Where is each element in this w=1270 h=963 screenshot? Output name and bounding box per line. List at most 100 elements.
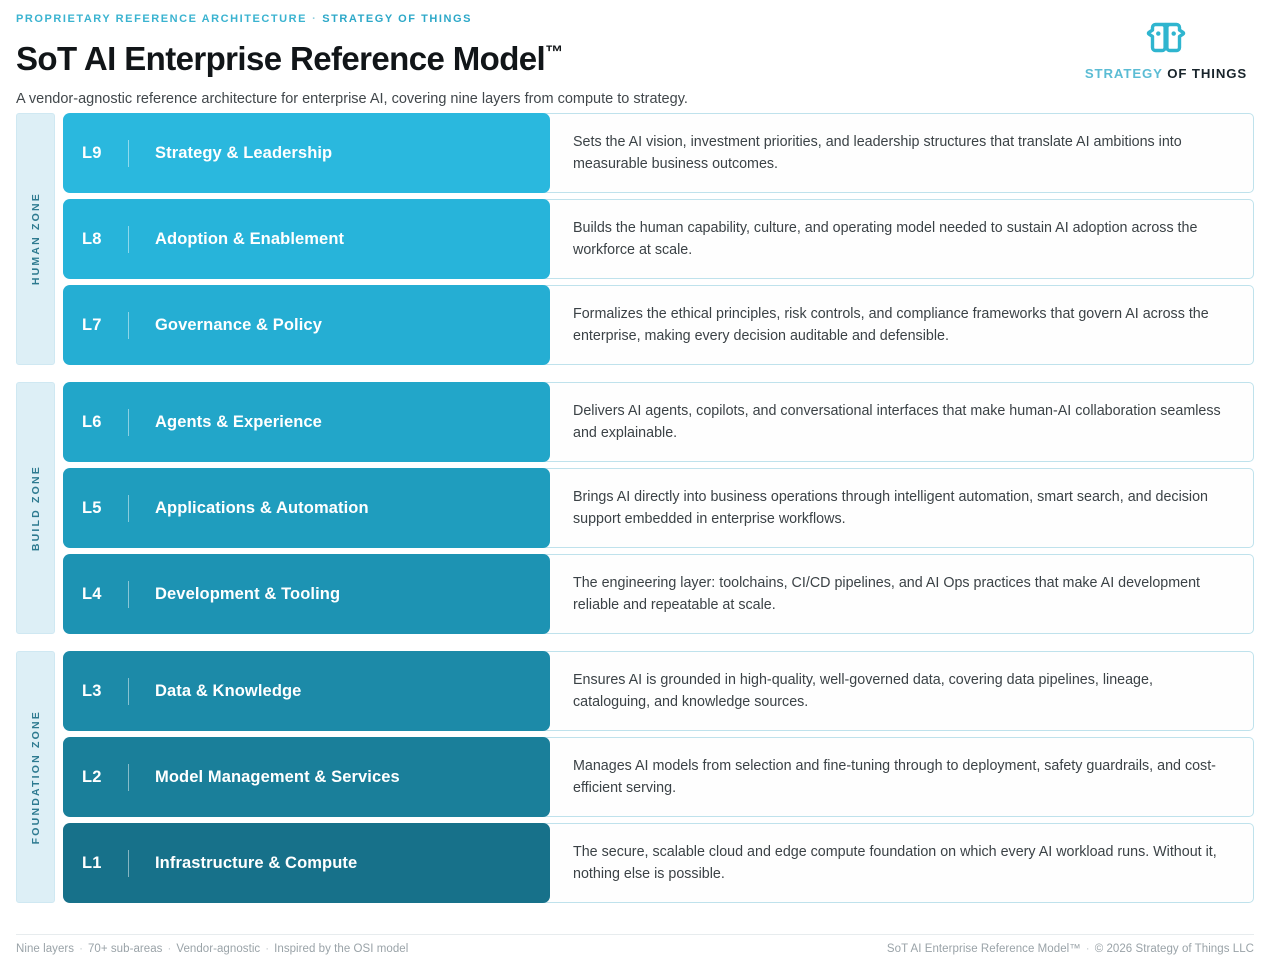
layer-bar-l2[interactable]: L2 Model Management & Services [63, 737, 550, 817]
zone-rail-build-zone: Build Zone [16, 382, 55, 634]
footer-item: SoT AI Enterprise Reference Model™ [886, 943, 1081, 955]
layer-code: L9 [82, 143, 102, 162]
layer-description-card: Sets the AI vision, investment prioritie… [544, 113, 1254, 193]
footer-left: Nine layers·70+ sub-areas·Vendor-agnosti… [16, 943, 408, 955]
layer-description-card: Delivers AI agents, copilots, and conver… [544, 382, 1254, 462]
footer-item: 70+ sub-areas [87, 943, 163, 955]
brand-wordmark: STRATEGY OF THINGS [1078, 66, 1254, 81]
wordmark-of-things: OF THINGS [1162, 66, 1248, 81]
brand-logo: STRATEGY OF THINGS [1078, 16, 1254, 81]
page-footer: Nine layers·70+ sub-areas·Vendor-agnosti… [16, 934, 1254, 955]
layer-divider [128, 677, 129, 705]
layer-description-card: Manages AI models from selection and fin… [544, 737, 1254, 817]
layer-divider [128, 849, 129, 877]
layer-divider [128, 408, 129, 436]
layer-code: L1 [82, 853, 102, 872]
layer-description-card: Builds the human capability, culture, an… [544, 199, 1254, 279]
layer-divider [128, 580, 129, 608]
layer-row-l2[interactable]: L2 Model Management & Services Manages AI … [63, 737, 1254, 817]
layer-name: Adoption & Enablement [155, 229, 345, 248]
layer-bar-l4[interactable]: L4 Development & Tooling [63, 554, 550, 634]
page-title: SoT AI Enterprise Reference Model™ [16, 31, 1254, 80]
zone-rail-human-zone: Human Zone [16, 113, 55, 365]
footer-separator: · [167, 943, 172, 955]
layer-name: Infrastructure & Compute [155, 853, 358, 872]
layer-row-l4[interactable]: L4 Development & Tooling The engineering l… [63, 554, 1254, 634]
kicker-brand-text: Strategy of Things [322, 13, 473, 25]
layer-description-text: Formalizes the ethical principles, risk … [573, 306, 1209, 344]
layer-description-card: The secure, scalable cloud and edge comp… [544, 823, 1254, 903]
footer-separator: · [1085, 943, 1090, 955]
layer-name: Strategy & Leadership [155, 143, 333, 162]
layer-code: L3 [82, 681, 102, 700]
layer-bar-l6[interactable]: L6 Agents & Experience [63, 382, 550, 462]
layer-description-card: Brings AI directly into business operati… [544, 468, 1254, 548]
layer-name: Development & Tooling [155, 584, 341, 603]
layer-description-card: The engineering layer: toolchains, CI/CD… [544, 554, 1254, 634]
page-header: Proprietary Reference Architecture · Strat… [16, 0, 1254, 112]
layer-row-l5[interactable]: L5 Applications & Automation Brings AI dir… [63, 468, 1254, 548]
layer-bar-l3[interactable]: L3 Data & Knowledge [63, 651, 550, 731]
layer-divider [128, 225, 129, 253]
layer-description-card: Ensures AI is grounded in high-quality, … [544, 651, 1254, 731]
footer-separator: · [79, 943, 83, 955]
layer-description-text: The secure, scalable cloud and edge comp… [573, 844, 1217, 882]
layer-bar-l5[interactable]: L5 Applications & Automation [63, 468, 550, 548]
layer-row-l6[interactable]: L6 Agents & Experience Delivers AI agents,… [63, 382, 1254, 462]
layer-row-l1[interactable]: L1 Infrastructure & Compute The secure, sc… [63, 823, 1254, 903]
zone-human-zone: Human Zone L9 Strategy & Leadership Sets th… [16, 113, 1254, 365]
layer-code: L6 [82, 412, 102, 431]
page-title-text: SoT AI Enterprise Reference Model [16, 40, 546, 77]
strategy-of-things-infinity-icon [1146, 22, 1186, 53]
layer-description-text: The engineering layer: toolchains, CI/CD… [573, 575, 1201, 613]
zone-rows-build-zone: L6 Agents & Experience Delivers AI agents,… [63, 382, 1254, 634]
layer-name: Agents & Experience [155, 412, 322, 431]
layer-code: L7 [82, 315, 102, 334]
zone-rows-foundation-zone: L3 Data & Knowledge Ensures AI is grounded… [63, 651, 1254, 903]
layer-description-text: Manages AI models from selection and fin… [573, 758, 1216, 796]
kicker-separator: · [312, 13, 318, 25]
layer-bar-l9[interactable]: L9 Strategy & Leadership [63, 113, 550, 193]
layer-divider [128, 311, 129, 339]
layer-description-text: Delivers AI agents, copilots, and conver… [573, 403, 1221, 441]
layer-divider [128, 494, 129, 522]
layer-divider [128, 763, 129, 791]
footer-item: Nine layers [16, 943, 75, 955]
zones-container: Human Zone L9 Strategy & Leadership Sets th… [16, 113, 1254, 903]
layer-code: L5 [82, 498, 102, 517]
zone-label: Foundation Zone [29, 709, 42, 845]
zone-build-zone: Build Zone L6 Agents & Experience Delivers … [16, 382, 1254, 634]
layer-code: L2 [82, 767, 102, 786]
page-subtitle: A vendor-agnostic reference architecture… [16, 91, 688, 107]
layer-code: L4 [82, 584, 102, 603]
layer-description-text: Ensures AI is grounded in high-quality, … [573, 672, 1153, 710]
footer-right: SoT AI Enterprise Reference Model™·© 202… [887, 943, 1254, 955]
zone-rows-human-zone: L9 Strategy & Leadership Sets the AI visio… [63, 113, 1254, 365]
footer-item: Inspired by the OSI model [274, 943, 409, 955]
layer-name: Applications & Automation [155, 498, 369, 517]
zone-rail-foundation-zone: Foundation Zone [16, 651, 55, 903]
kicker-line: Proprietary Reference Architecture · Strat… [16, 12, 1254, 26]
zone-foundation-zone: Foundation Zone L3 Data & Knowledge Ensures… [16, 651, 1254, 903]
layer-description-text: Builds the human capability, culture, an… [573, 220, 1198, 258]
kicker-left-text: Proprietary Reference Architecture [16, 13, 308, 25]
zone-label: Build Zone [29, 464, 42, 552]
layer-row-l9[interactable]: L9 Strategy & Leadership Sets the AI visio… [63, 113, 1254, 193]
trademark-symbol: ™ [545, 42, 564, 62]
layer-divider [128, 139, 129, 167]
layer-description-text: Sets the AI vision, investment prioritie… [573, 134, 1182, 172]
layer-row-l3[interactable]: L3 Data & Knowledge Ensures AI is grounded… [63, 651, 1254, 731]
layer-name: Model Management & Services [155, 767, 400, 786]
footer-separator: · [265, 943, 270, 955]
wordmark-strategy: STRATEGY [1084, 66, 1163, 81]
zone-label: Human Zone [29, 192, 42, 286]
layer-description-text: Brings AI directly into business operati… [573, 489, 1208, 527]
logo-right-eye-dot [1171, 31, 1176, 36]
layer-name: Data & Knowledge [155, 681, 302, 700]
layer-bar-l1[interactable]: L1 Infrastructure & Compute [63, 823, 550, 903]
